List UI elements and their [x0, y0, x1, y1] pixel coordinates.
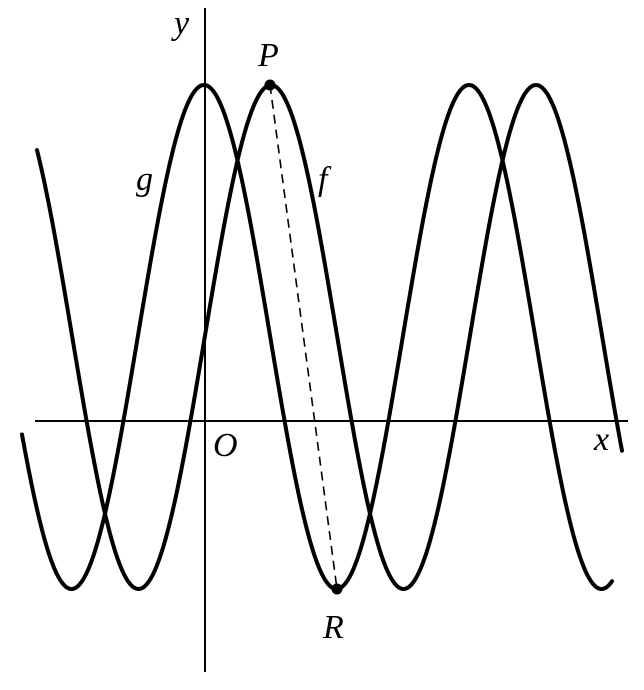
point-r-marker: [331, 583, 343, 595]
curve-f: [35, 83, 624, 591]
segment-pr: [269, 84, 338, 590]
y-axis-label: y: [171, 5, 190, 42]
origin-label: O: [213, 427, 238, 464]
curve-g: [20, 83, 614, 591]
point-p-marker: [264, 79, 276, 91]
curve-g-label: g: [136, 161, 153, 198]
x-axis-label: x: [593, 421, 609, 458]
curve-f-label: f: [318, 161, 332, 198]
point-p-label: P: [257, 37, 279, 74]
point-r-label: R: [322, 609, 344, 646]
